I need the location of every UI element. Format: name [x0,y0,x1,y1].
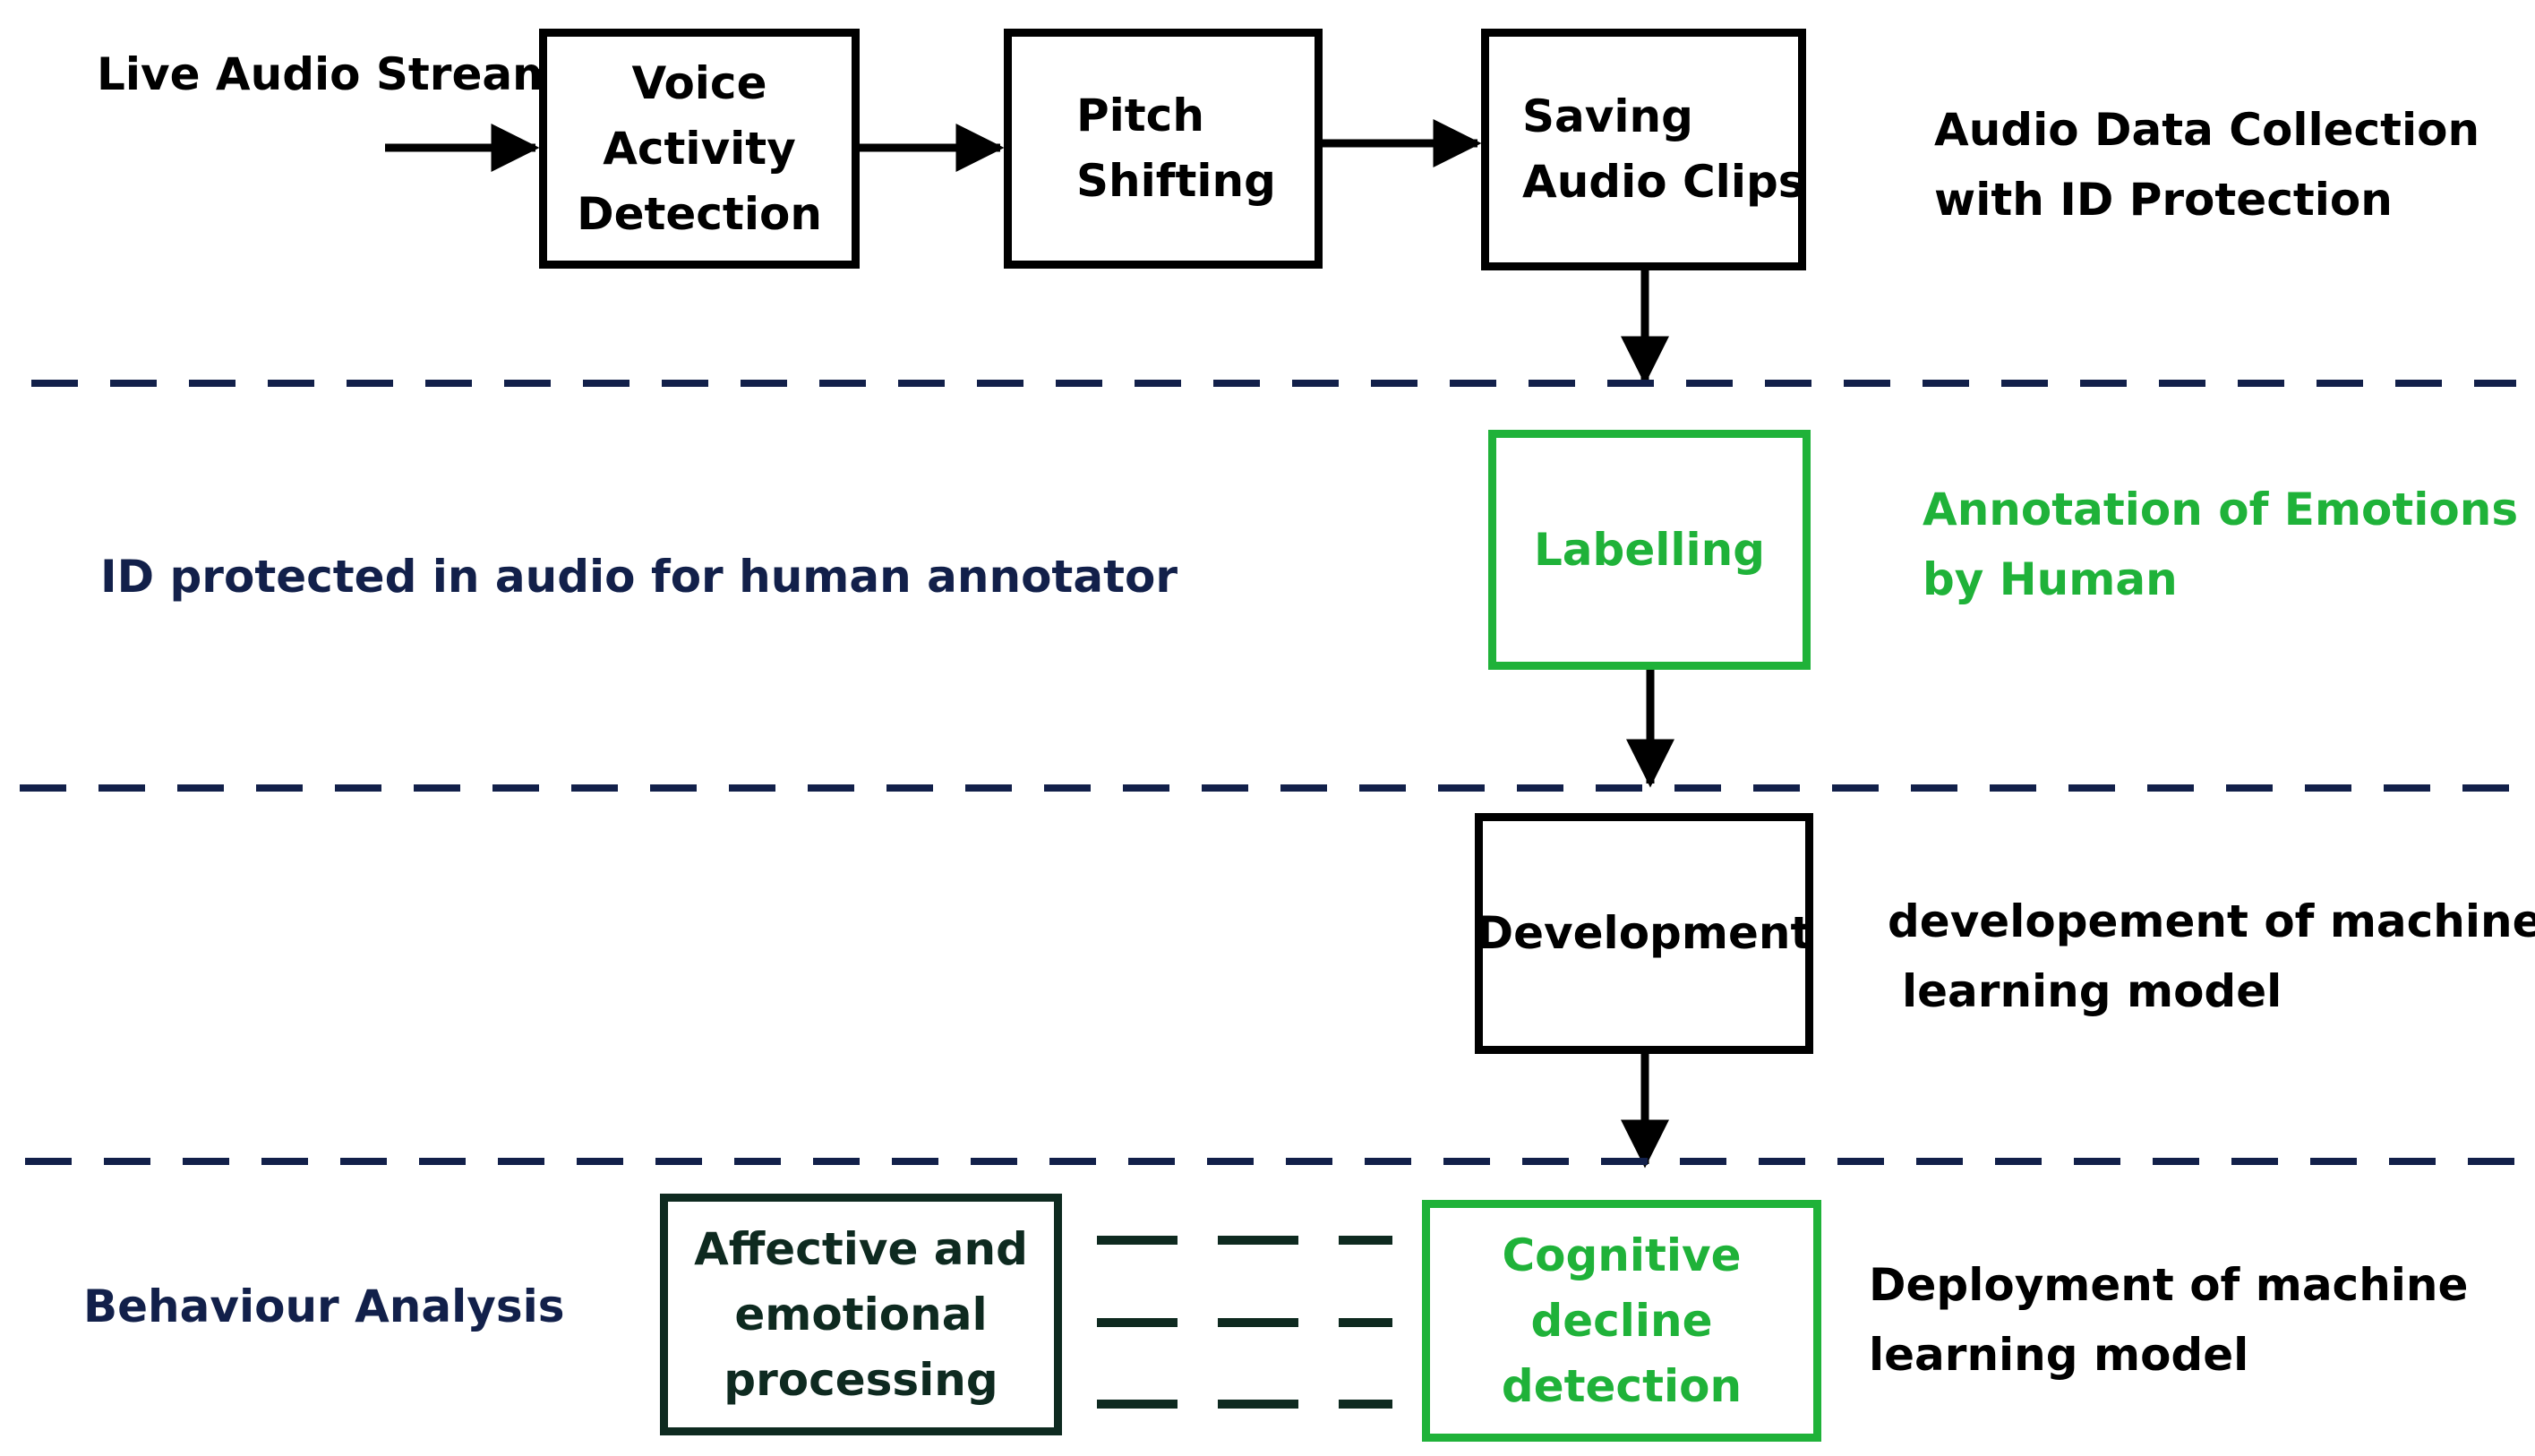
affective-line-3: processing [724,1353,998,1406]
development-description: developement of machine learning model [1888,886,2535,1026]
live-audio-stream-label: Live Audio Stream [97,48,560,100]
cognitive-line-2: decline [1530,1294,1713,1347]
audio-desc-line-2: with ID Protection [1934,174,2393,226]
affective-processing-box: Affective and emotional processing [660,1194,1062,1435]
pitch-line-1: Pitch [1076,90,1204,141]
affective-line-2: emotional [734,1288,988,1340]
cognitive-line-1: Cognitive [1502,1229,1742,1281]
pitch-line-2: Shifting [1076,155,1276,207]
development-desc-line-1: developement of machine [1888,895,2535,947]
saving-line-1: Saving [1522,90,1693,142]
deployment-desc-line-2: learning model [1869,1329,2249,1381]
annotation-description: Annotation of Emotions by Human [1923,475,2518,614]
vad-line-1: Voice [631,56,767,109]
labelling-label: Labelling [1533,523,1766,576]
cognitive-decline-detection-box: Cognitive decline detection [1422,1200,1821,1442]
deployment-desc-line-1: Deployment of machine [1869,1259,2469,1311]
saving-line-2: Audio Clips [1522,156,1805,208]
id-protected-note: ID protected in audio for human annotato… [100,551,1178,603]
development-desc-line-2: learning model [1902,965,2282,1017]
development-box: Development [1475,813,1813,1054]
development-label: Development [1476,907,1812,959]
cognitive-line-3: detection [1501,1359,1743,1412]
audio-desc-line-1: Audio Data Collection [1934,104,2480,156]
saving-audio-clips-box: Saving Audio Clips [1481,29,1806,270]
audio-data-collection-description: Audio Data Collection with ID Protection [1934,95,2479,235]
annotation-desc-line-2: by Human [1923,553,2178,605]
labelling-box: Labelling [1488,430,1811,670]
affective-line-1: Affective and [694,1222,1028,1275]
behaviour-analysis-note: Behaviour Analysis [83,1280,565,1332]
deployment-description: Deployment of machine learning model [1869,1250,2468,1390]
vad-line-2: Activity [603,122,796,175]
annotation-desc-line-1: Annotation of Emotions [1923,484,2519,535]
voice-activity-detection-box: Voice Activity Detection [539,29,860,269]
vad-line-3: Detection [577,187,822,240]
pitch-shifting-box: Pitch Shifting [1004,29,1323,269]
